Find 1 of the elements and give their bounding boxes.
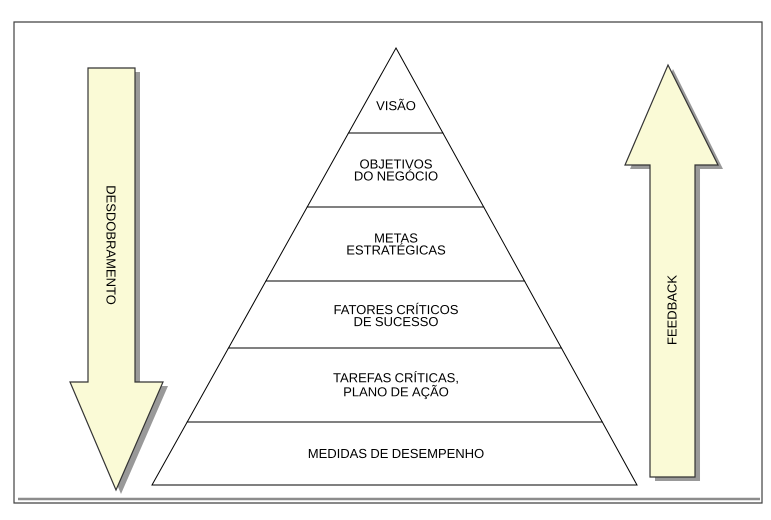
pyramid-level: METAS ESTRATÉGICAS [265, 206, 526, 282]
